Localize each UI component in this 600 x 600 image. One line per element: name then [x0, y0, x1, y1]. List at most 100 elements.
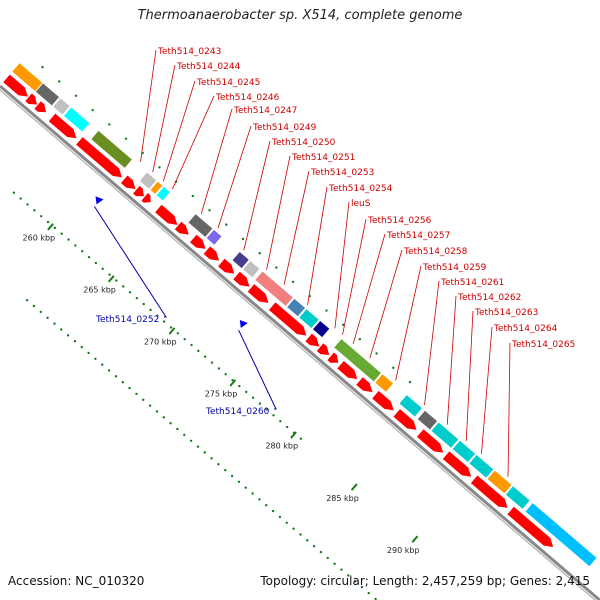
scale-dot-1: [306, 539, 309, 542]
scale-dot-1: [128, 386, 131, 390]
scale-dot-0: [224, 373, 227, 376]
genome-summary-text: Topology: circular; Length: 2,457,259 bp…: [260, 574, 590, 588]
scale-dot-0: [251, 396, 255, 399]
scale-dot-0: [33, 209, 36, 212]
cog-block-6: [139, 172, 157, 189]
gene-label: Teth514_0254: [328, 184, 393, 194]
scale-dot-1: [121, 381, 124, 384]
gene-arrow-22: [372, 390, 394, 411]
backbone-outer: [0, 84, 600, 600]
gene-label: Teth514_0256: [367, 216, 432, 226]
gene-arrow-25: [442, 451, 472, 477]
gene-label-leader: [172, 95, 215, 190]
scale-dot-1: [80, 345, 83, 349]
gene-label: Teth514_0246: [215, 93, 280, 103]
gene-arrow-9: [155, 204, 178, 225]
scale-dot-0: [238, 384, 241, 388]
gene-arrow-16: [268, 302, 307, 336]
gene-label-leader: [424, 280, 440, 406]
cog-block-26: [525, 503, 597, 567]
scale-dot-1: [155, 410, 159, 413]
gene-arrow-21: [356, 377, 373, 393]
gene-arrow-26: [470, 475, 508, 508]
scale-dot-1: [210, 457, 213, 460]
cog-block-1: [12, 63, 43, 92]
gene-arrow-2: [25, 93, 37, 105]
scale-dot-0: [272, 414, 275, 417]
scale-dot-1: [347, 574, 350, 577]
gene-arrow-20: [337, 360, 358, 380]
scale-dot-0: [156, 314, 159, 317]
cog-block-14: [287, 298, 305, 317]
cog-block-23: [469, 455, 494, 478]
scale-dot-0: [231, 378, 234, 382]
scale-dot-1: [114, 375, 118, 378]
scale-dot-0: [163, 320, 166, 323]
scale-dot-0: [197, 349, 200, 353]
gene-label: Teth514_0265: [511, 340, 575, 350]
gene-label: Teth514_0262: [457, 293, 521, 303]
reverse-gene-arrow: [95, 196, 104, 205]
scale-dot-1: [196, 445, 200, 448]
scale-dot-1: [46, 316, 49, 319]
gene-arrow-15: [247, 284, 269, 303]
outer-dot: [375, 352, 378, 355]
gene-label: Teth514_0263: [474, 308, 538, 318]
cog-block-10: [206, 229, 222, 245]
scale-dot-0: [142, 302, 145, 306]
scale-dot-0: [108, 273, 111, 276]
cog-block-21: [431, 422, 459, 448]
scale-dot-1: [107, 369, 111, 372]
gene-label-leader: [140, 49, 157, 162]
cog-block-16: [313, 320, 330, 338]
cog-block-24: [487, 470, 512, 494]
reverse-gene-arrow: [239, 319, 248, 328]
scale-dot-1: [292, 527, 295, 530]
scale-dot-1: [203, 451, 206, 454]
scale-dot-1: [367, 591, 370, 595]
gene-arrow-18: [316, 343, 330, 355]
gene-arrow-27: [507, 506, 554, 547]
outer-dot: [392, 366, 395, 369]
gene-arrow-23: [393, 409, 417, 430]
scale-dot-0: [203, 355, 207, 358]
scale-dot-0: [258, 402, 262, 405]
scale-dot-0: [128, 291, 132, 294]
backbone-inner: [0, 88, 597, 600]
tick-label: 285 kbp: [326, 494, 359, 503]
gene-arrow-5: [76, 137, 122, 178]
scale-dot-0: [81, 250, 84, 253]
scale-dot-0: [279, 419, 282, 423]
scale-dot-1: [340, 568, 343, 571]
scale-dot-1: [32, 304, 36, 308]
cog-block-18: [375, 374, 394, 392]
cog-block-20: [417, 410, 438, 430]
cog-block-25: [505, 486, 530, 509]
gene-label-leader: [200, 108, 233, 214]
gene-arrow-14: [233, 271, 250, 287]
outer-dot: [258, 252, 261, 255]
scale-dot-0: [217, 367, 221, 370]
gene-label: Teth514_0257: [386, 231, 450, 241]
gene-label-leader: [283, 170, 310, 285]
scale-dot-0: [135, 296, 139, 300]
gene-label-leader: [243, 140, 271, 251]
gene-arrow-4: [48, 113, 77, 139]
tick-mark: [168, 327, 176, 335]
gene-label: Teth514_0244: [176, 62, 241, 72]
gene-arrow-7: [133, 185, 144, 197]
reverse-label-leader: [93, 206, 167, 318]
scale-dot-0: [265, 408, 268, 411]
scale-dot-1: [299, 533, 302, 536]
gene-arrow-1: [3, 74, 28, 97]
gene-label: Teth514_0259: [422, 263, 487, 273]
scale-dot-1: [237, 480, 241, 483]
gene-label: Teth514_0258: [403, 247, 468, 257]
outer-dot: [358, 337, 362, 341]
outer-dot: [124, 137, 128, 140]
scale-dot-0: [122, 285, 125, 288]
scale-dot-0: [244, 390, 248, 394]
scale-dot-0: [183, 337, 186, 341]
scale-dot-1: [326, 556, 329, 560]
scale-dot-1: [251, 492, 254, 495]
